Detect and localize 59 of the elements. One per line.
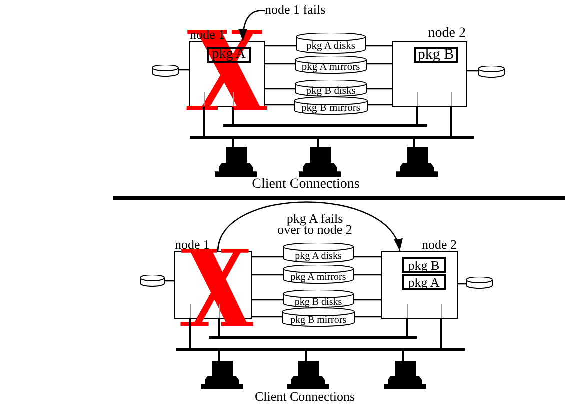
callout-text: node 1 fails	[265, 3, 333, 19]
terminal-icon	[215, 147, 257, 177]
connector-line	[355, 316, 381, 318]
connector-line	[467, 70, 478, 72]
network-cable	[232, 107, 234, 124]
node-label: node 1	[175, 238, 210, 251]
connector-line	[252, 256, 283, 258]
disk-cylinder: pkg A disks	[296, 33, 366, 54]
connector-line	[252, 299, 283, 301]
node-label: node 2	[428, 27, 466, 41]
disk-cylinder: pkg B mirrors	[282, 308, 355, 327]
network-cable	[413, 139, 415, 147]
edge-label: pkg A fails over to node 2	[276, 213, 354, 235]
disk-cylinder: pkg B disks	[283, 290, 354, 308]
connector-line	[265, 63, 295, 65]
connector-line	[354, 299, 381, 301]
network-cable	[317, 139, 319, 147]
disk-cylinder: pkg A mirrors	[283, 265, 354, 284]
network-cable	[402, 351, 404, 361]
connector-line	[265, 88, 295, 90]
connector-line	[368, 104, 392, 106]
network-cable	[203, 107, 205, 136]
network-cable	[450, 107, 452, 136]
network-cable	[218, 319, 220, 336]
terminal-icon	[384, 361, 426, 389]
curved-arrow	[217, 202, 401, 252]
network-bus	[190, 136, 474, 139]
network-cable	[232, 139, 234, 147]
connector-line	[179, 69, 189, 71]
connector-line	[367, 63, 392, 65]
terminal-icon	[396, 147, 438, 177]
group-label: Client Connections	[254, 390, 356, 403]
network-cable	[406, 319, 408, 336]
connector-line	[265, 104, 294, 106]
connector-line	[366, 45, 392, 47]
node-label: node 2	[422, 238, 457, 251]
connector-line	[165, 280, 174, 282]
node-label: node 1	[190, 28, 226, 41]
network-cable	[416, 107, 418, 124]
network-cable	[440, 319, 442, 348]
connector-line	[252, 274, 283, 276]
connector-line	[367, 88, 392, 90]
connector-line	[354, 256, 381, 258]
connector-line	[354, 274, 381, 276]
network-cable	[218, 351, 220, 361]
network-cable	[305, 351, 307, 361]
network-cable	[189, 319, 191, 348]
network-bus	[176, 348, 465, 351]
terminal-icon	[201, 361, 243, 389]
connector-line	[265, 45, 296, 47]
connector-line	[458, 283, 466, 285]
terminal-icon	[299, 147, 341, 177]
disk-cylinder: pkg A disks	[283, 243, 354, 263]
network-bus	[223, 124, 427, 127]
group-label: Client Connections	[251, 178, 361, 192]
curved-arrow	[238, 10, 266, 42]
connector-line	[252, 316, 282, 318]
network-bus	[209, 336, 417, 339]
terminal-icon	[287, 361, 329, 389]
